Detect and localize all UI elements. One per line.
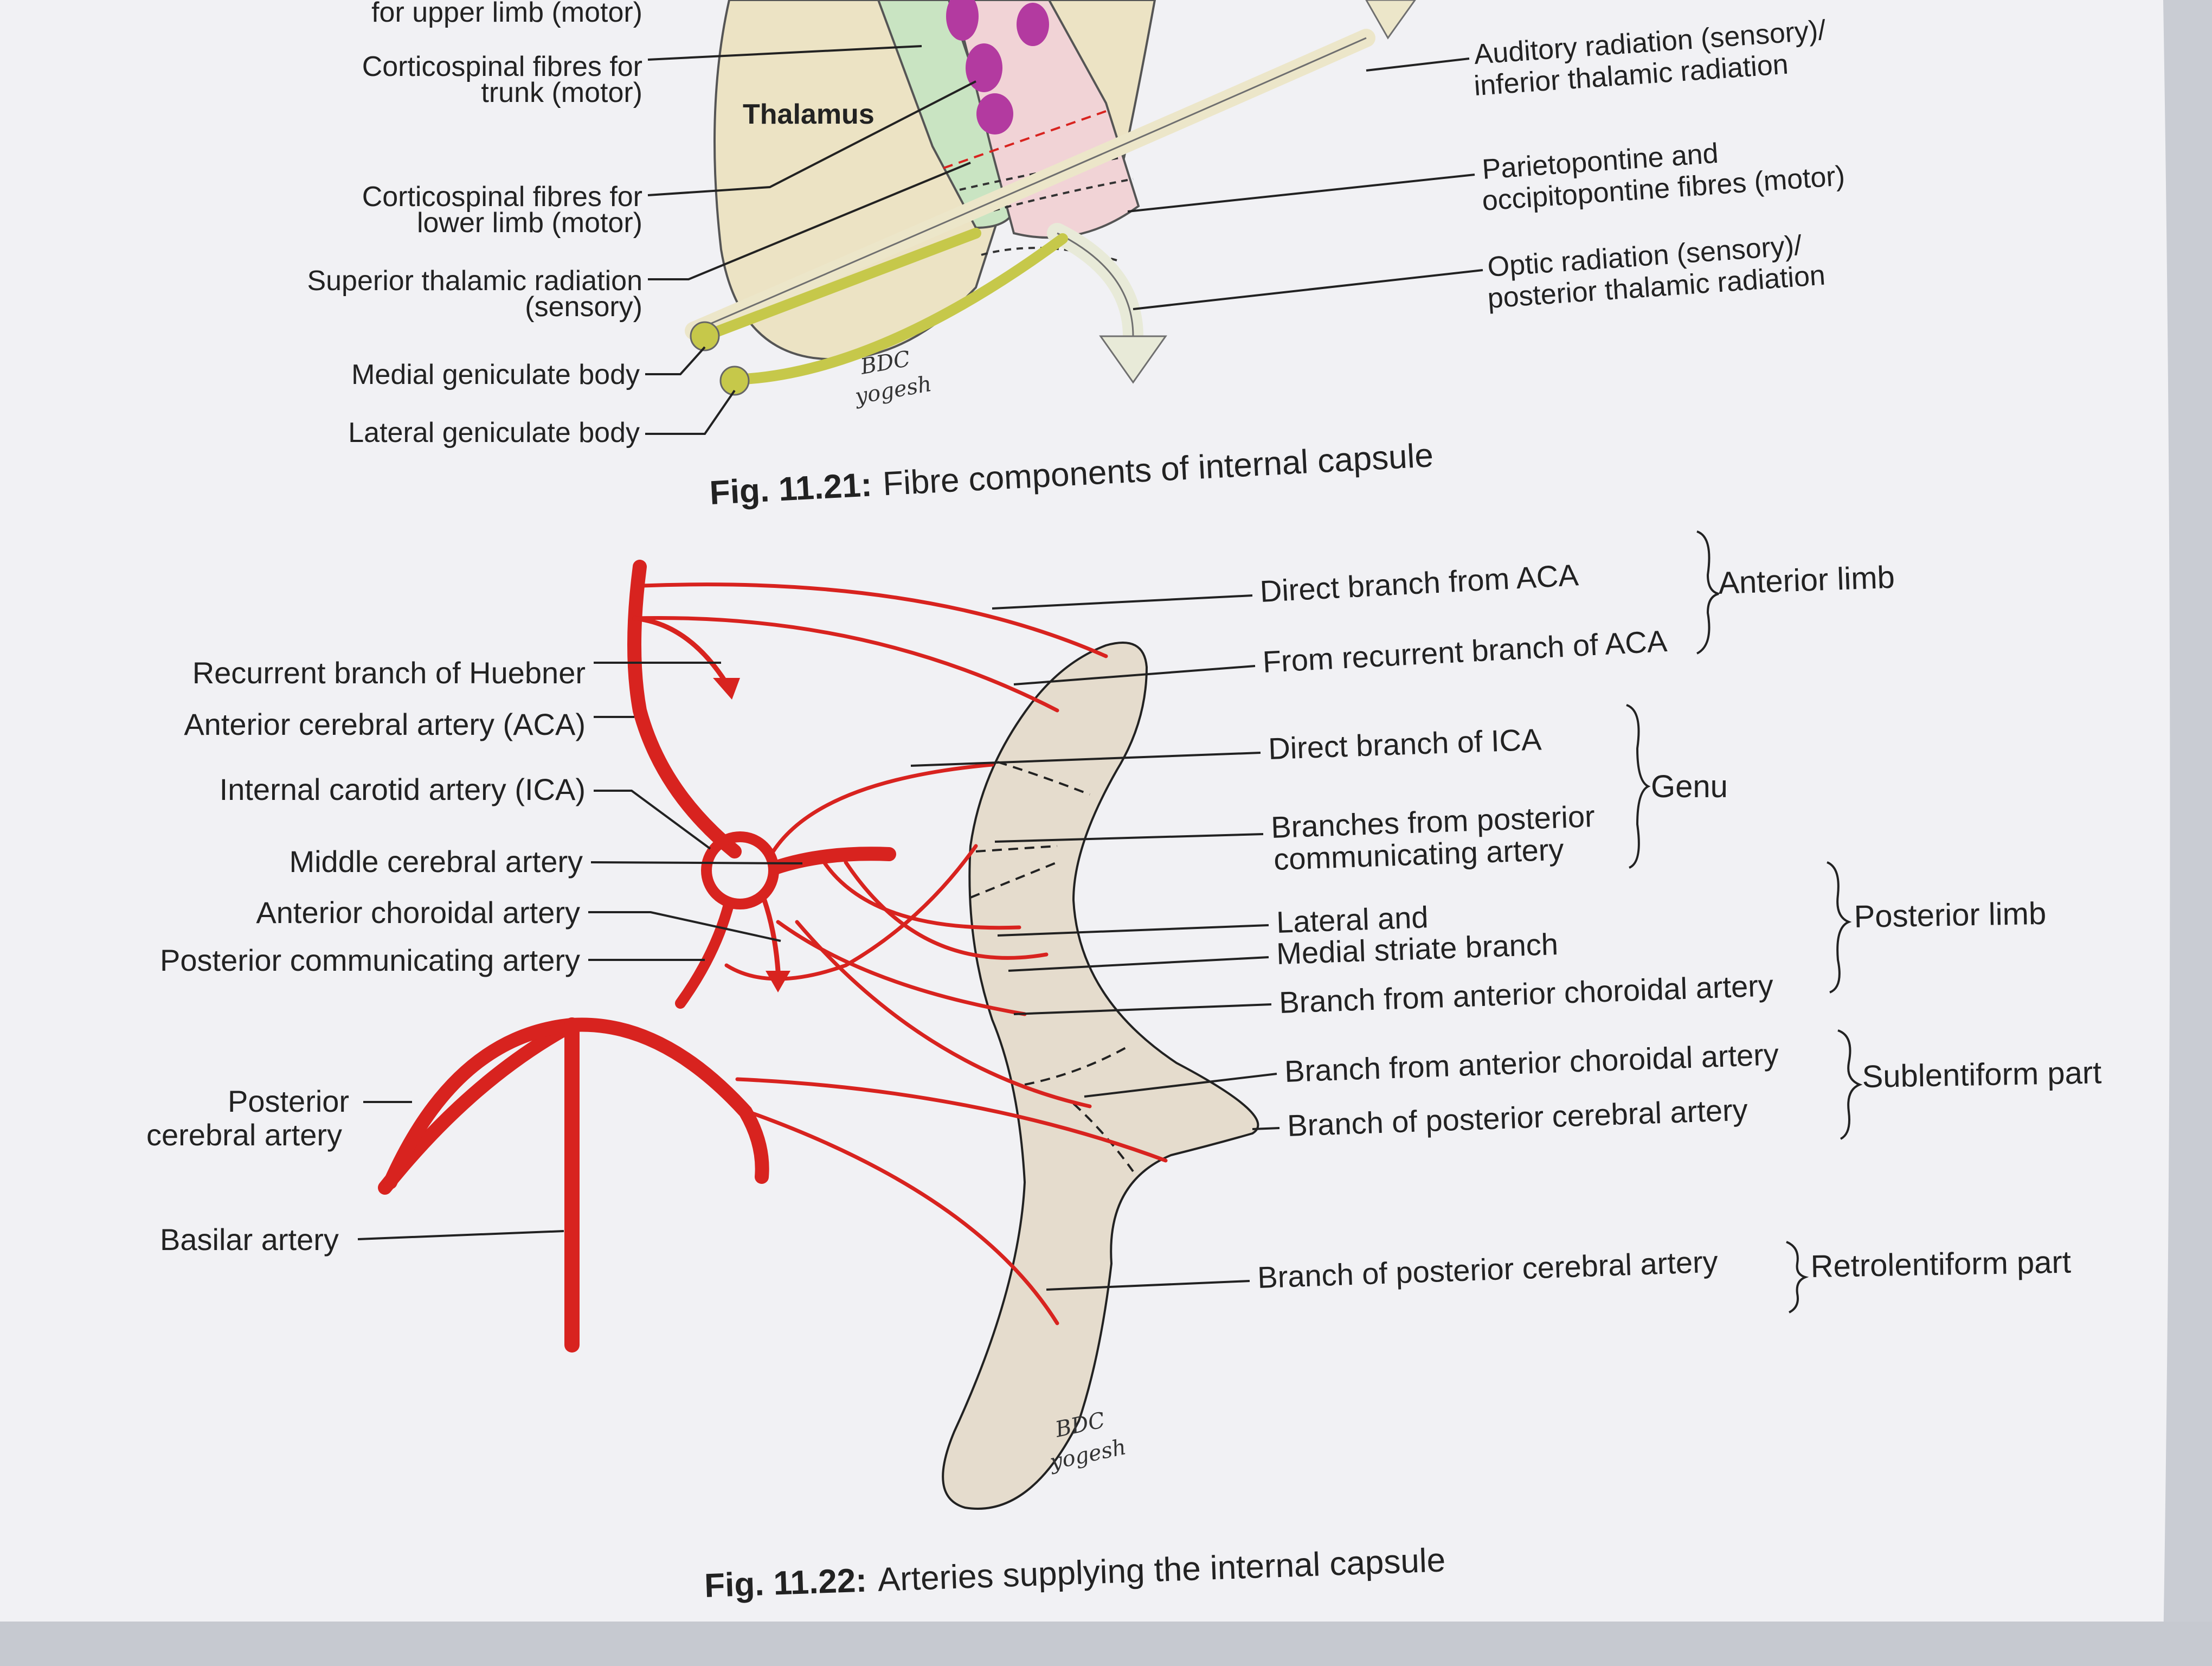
choroidal-arrow-head — [766, 971, 790, 992]
fig2-leader-4 — [588, 911, 781, 942]
fig2-leader-3 — [590, 861, 803, 864]
branch-choroidal-posterior — [776, 920, 1027, 1016]
nucleus-3 — [966, 43, 1002, 92]
group-genu: Genu — [1651, 769, 1728, 804]
fig2-right-leader-5 — [1008, 956, 1269, 972]
group-sublentiform: Sublentiform part — [1862, 1055, 2102, 1094]
fig2-left-label-8: Basilar artery — [160, 1222, 339, 1257]
branch-recurrent-aca — [632, 616, 1059, 713]
fig1-left-label-4: lower limb (motor) — [417, 207, 642, 239]
medial-geniculate-body — [690, 321, 720, 351]
red-dashed-division — [943, 110, 1107, 169]
fig2-left-label-4: Anterior choroidal artery — [256, 895, 580, 930]
fig2-left-label-2: Internal carotid artery (ICA) — [220, 772, 586, 806]
fig1-right-leader-0 — [1366, 57, 1470, 72]
recurrent-branch-of-huebner — [632, 616, 729, 686]
dashed-division-2 — [970, 178, 1134, 218]
fig1-left-label-0: for upper limb (motor) — [371, 0, 642, 28]
fig2-right-leader-9 — [1046, 1280, 1250, 1291]
fig2-leader-7 — [357, 1230, 564, 1240]
fig1-left-label-2: trunk (motor) — [481, 77, 642, 108]
branch-direct-ica — [768, 762, 994, 859]
thalamus-label: Thalamus — [743, 99, 874, 130]
capsule-division-1 — [997, 761, 1090, 796]
fig1-caption-number: Fig. 11.21: — [709, 466, 873, 512]
group-anterior-limb: Anterior limb — [1718, 560, 1895, 601]
group-posterior-limb: Posterior limb — [1854, 896, 2047, 934]
fig2-right-leader-6 — [1013, 1003, 1272, 1015]
brace-sublentiform — [1837, 1029, 1863, 1140]
fig1-left-label-6: (sensory) — [525, 291, 642, 323]
basilar-arch — [383, 1017, 769, 1189]
figure-arteries: Recurrent branch of Huebner Anterior cer… — [146, 530, 2102, 1605]
nucleus-4 — [976, 93, 1013, 134]
fig2-left-label-3: Middle cerebral artery — [289, 844, 583, 879]
fig2-right-leader-0 — [992, 594, 1253, 610]
branch-pca-retrolentiform — [746, 1110, 1059, 1325]
fig2-caption-number: Fig. 11.22: — [704, 1562, 867, 1605]
brace-genu — [1626, 704, 1651, 869]
anterior-choroidal-artery-stem — [762, 898, 781, 973]
capsule-division-4 — [1024, 1046, 1128, 1086]
fig1-left-label-5: Superior thalamic radiation — [307, 265, 642, 297]
nucleus-1 — [946, 0, 979, 41]
fig1-right-leader-1 — [1127, 174, 1475, 213]
fig2-right-leader-3 — [994, 833, 1264, 843]
fig2-left-label-0: Recurrent branch of Huebner — [192, 656, 586, 690]
fig1-leader-4 — [645, 389, 736, 435]
internal-capsule-shape — [942, 642, 1259, 1510]
fig1-right-leader-2 — [1133, 269, 1483, 310]
page-bottom-band — [0, 1622, 2212, 1666]
fig2-leader-2 — [594, 790, 711, 850]
group-retrolentiform: Retrolentiform part — [1810, 1245, 2071, 1284]
fig1-left-label-8: Lateral geniculate body — [348, 417, 640, 448]
brace-anterior-limb — [1696, 530, 1719, 655]
brace-retrolentiform — [1786, 1241, 1809, 1313]
fig1-leader-3 — [645, 346, 706, 375]
branch-choroidal-sublentiform — [795, 920, 1092, 1108]
posterior-communicating-artery — [675, 898, 735, 1009]
nucleus-2 — [1017, 3, 1049, 46]
fig1-leader-2 — [648, 162, 971, 280]
fig1-left-label-3: Corticospinal fibres for — [362, 181, 642, 213]
branch-pca-sublentiform — [735, 1077, 1168, 1163]
brace-posterior-limb — [1827, 861, 1852, 994]
fig1-left-label-1: Corticospinal fibres for — [362, 51, 642, 82]
branch-medial-striate — [844, 860, 1049, 960]
fig2-left-label-7: cerebral artery — [146, 1118, 342, 1152]
auditory-radiation-arrow-edge — [693, 37, 1367, 332]
optic-radiation-arrow-edge — [1057, 232, 1134, 337]
fig2-left-label-6: Posterior — [228, 1084, 349, 1118]
fig2-right-leader-7 — [1084, 1073, 1277, 1098]
fig2-right-leader-8 — [1252, 1127, 1280, 1130]
optic-arrow-head — [1099, 335, 1167, 384]
fig2-left-label-1: Anterior cerebral artery (ACA) — [184, 707, 586, 741]
medial-geniculate-tract — [699, 228, 981, 342]
fig1-leader-0 — [647, 45, 922, 61]
lateral-geniculate-body — [719, 366, 750, 396]
lateral-geniculate-tract — [729, 233, 1068, 385]
huebner-arrow-head — [713, 678, 740, 700]
fig2-right-leader-4 — [997, 924, 1269, 937]
auditory-arrow-head — [1365, 0, 1416, 40]
branch-direct-aca — [640, 582, 1108, 658]
fig2-right-leader-1 — [1013, 665, 1256, 685]
branch-lateral-striate — [822, 860, 1021, 930]
fig2-left-label-5: Posterior communicating artery — [160, 943, 580, 977]
fig2-right-label-5: Lateral and — [1276, 900, 1429, 939]
fig2-right-leader-2 — [910, 752, 1261, 767]
fig1-left-label-7: Medial geniculate body — [351, 359, 640, 390]
fig1-leader-1 — [647, 80, 976, 196]
capsule-division-2 — [975, 845, 1058, 853]
